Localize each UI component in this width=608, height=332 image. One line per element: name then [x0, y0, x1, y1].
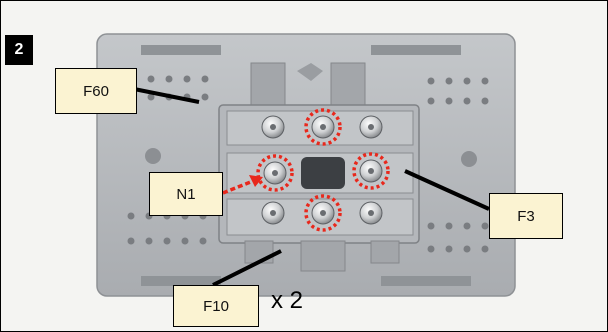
callout-n1: N1 — [149, 172, 223, 216]
mounting-lug — [141, 45, 221, 55]
f10-leader — [212, 249, 282, 287]
mounting-lug — [371, 45, 461, 55]
f3-leader — [404, 169, 490, 211]
n1-arrow-head — [249, 175, 263, 187]
step-number-badge: 2 — [5, 35, 33, 65]
callout-f3: F3 — [489, 193, 563, 239]
callout-f10: F10 — [173, 285, 259, 327]
mounting-lug — [141, 276, 221, 286]
bottom-foot — [300, 240, 346, 272]
center-cavity — [301, 157, 345, 189]
quantity-label: x 2 — [271, 287, 304, 314]
n1-arrow — [222, 179, 254, 195]
top-tab — [297, 63, 323, 81]
highlight-circles — [256, 108, 390, 232]
vent-holes-right — [427, 77, 489, 253]
top-tab — [330, 62, 366, 108]
callout-f60: F60 — [55, 68, 137, 114]
bottom-foot — [370, 240, 400, 264]
mounting-hole — [145, 148, 161, 164]
f60-leader — [133, 87, 200, 104]
bottom-foot — [244, 240, 274, 264]
mounting-lug — [381, 276, 471, 286]
top-tab — [250, 62, 286, 108]
mounting-hole — [461, 151, 477, 167]
